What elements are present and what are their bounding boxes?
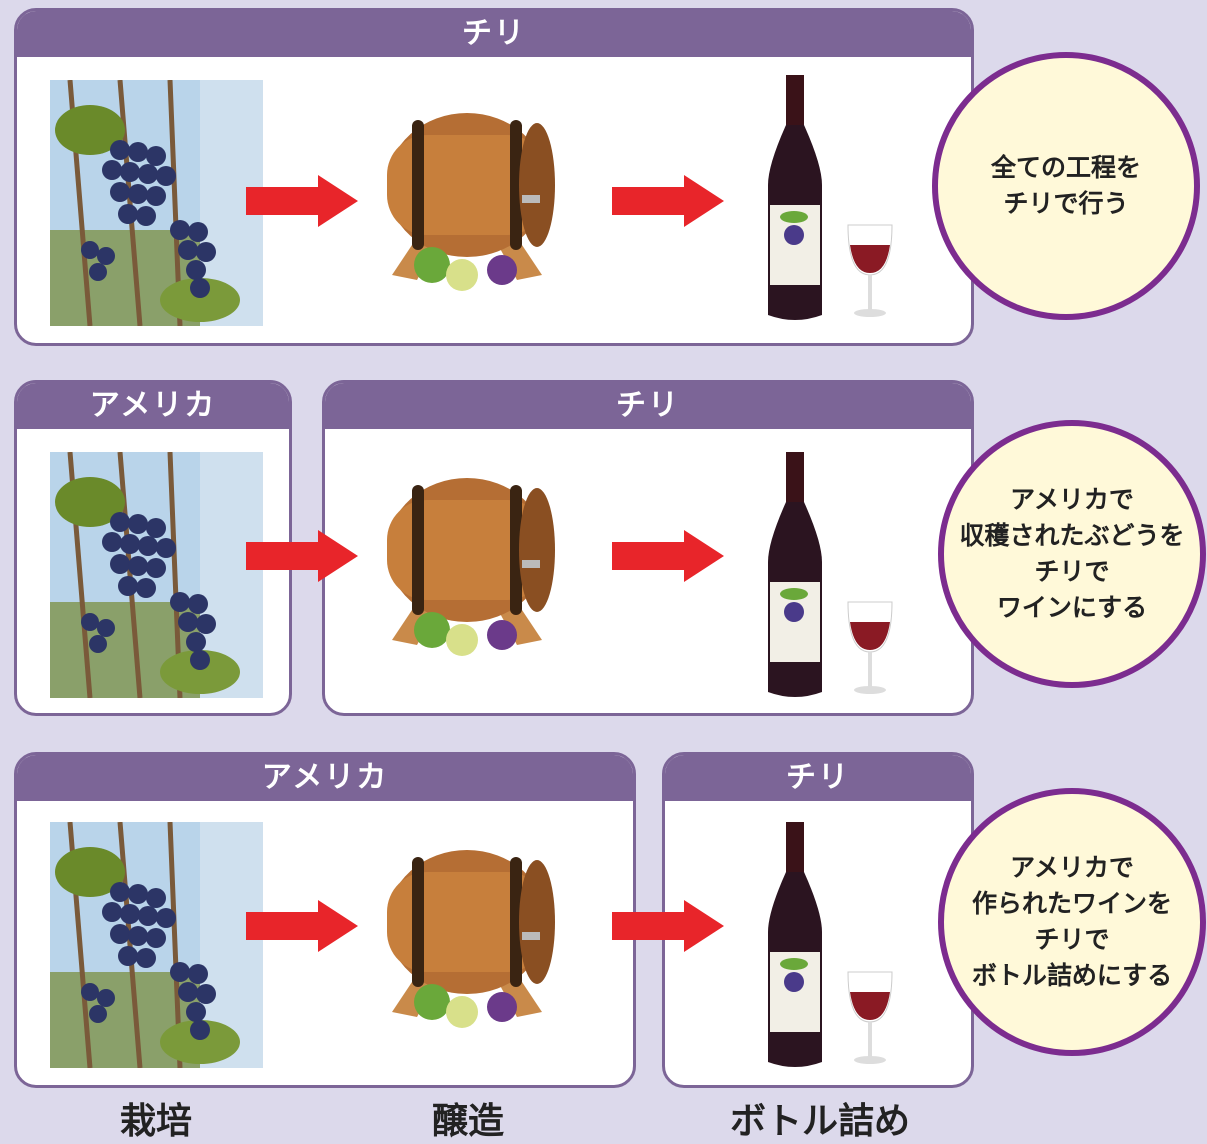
arrow-right-icon [246, 900, 358, 952]
grapes-photo [50, 80, 263, 326]
arrow-right-icon [612, 175, 724, 227]
note-bubble: アメリカで 収穫されたぶどうを チリで ワインにする [938, 420, 1206, 688]
wine-bottle-icon [758, 75, 908, 325]
panel-header: アメリカ [17, 383, 289, 429]
grapes-photo [50, 822, 263, 1068]
step-label-cultivation: 栽培 [119, 1101, 192, 1142]
arrow-right-icon [246, 175, 358, 227]
arrow-right-icon [612, 530, 724, 582]
grapes-photo [50, 452, 263, 698]
panel-header: チリ [325, 383, 971, 429]
wine-barrel-icon [372, 105, 562, 295]
note-bubble: アメリカで 作られたワインを チリで ボトル詰めにする [938, 788, 1206, 1056]
wine-bottle-icon [758, 822, 908, 1072]
wine-bottle-icon [758, 452, 908, 702]
note-bubble: 全ての工程を チリで行う [932, 52, 1200, 320]
step-label-bottling: ボトル詰め [729, 1101, 910, 1142]
step-label-brewing: 醸造 [431, 1101, 504, 1142]
wine-barrel-icon [372, 470, 562, 660]
wine-barrel-icon [372, 842, 562, 1032]
arrow-right-icon [612, 900, 724, 952]
panel-header: チリ [17, 11, 971, 57]
panel-header: チリ [665, 755, 971, 801]
arrow-right-icon [246, 530, 358, 582]
panel-header: アメリカ [17, 755, 633, 801]
